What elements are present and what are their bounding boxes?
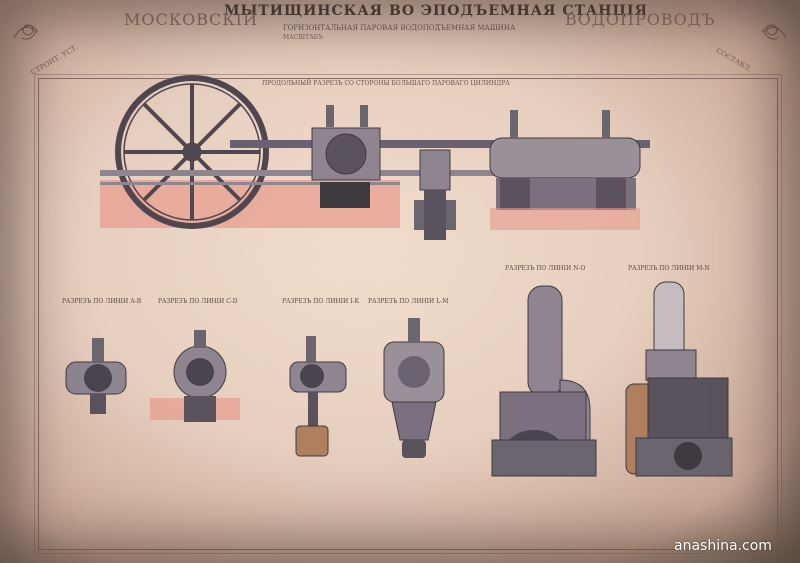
- cross-section-c-d: [150, 330, 240, 422]
- lower-pump: [414, 149, 456, 240]
- cross-section-a-b: [65, 338, 127, 414]
- sheet-left-heading: МОСКОВСКІЙ: [124, 10, 258, 29]
- sheet-right-heading: ВОДОПРОВОДЪ: [565, 10, 716, 29]
- watermark: anashina.com: [674, 538, 772, 554]
- large-section-m-n: [625, 281, 733, 477]
- section-caption: РАЗРЕЗЪ ПО ЛИНІИ N-O: [505, 265, 586, 272]
- right-ornament: [761, 24, 787, 40]
- section-caption: РАЗРЕЗЪ ПО ЛИНІИ C-D: [158, 298, 238, 305]
- section-caption: РАЗРЕЗЪ ПО ЛИНІИ L-M: [368, 298, 449, 305]
- large-section-n-o: [491, 285, 597, 477]
- section-caption: РАЗРЕЗЪ ПО ЛИНІИ M-N: [628, 265, 710, 272]
- right-cylinders: [489, 110, 641, 230]
- sheet-title: МЫТИЩИНСКАЯ ВО ЭПОДЪЕМНАЯ СТАНЦІЯ: [224, 3, 648, 19]
- sheet-scale-note: МАСШТАБЪ: [283, 34, 323, 41]
- central-cylinder: [311, 105, 381, 208]
- longitudinal-section-caption: ПРОДОЛЬНЫЙ РАЗРЕЗЪ СО СТОРОНЫ БОЛЬШАГО П…: [262, 80, 510, 87]
- section-caption: РАЗРЕЗЪ ПО ЛИНІИ А-В: [62, 298, 142, 305]
- section-caption: РАЗРЕЗЪ ПО ЛИНІИ I-K: [282, 298, 360, 305]
- longitudinal-section: [100, 75, 650, 240]
- inner-border: [38, 78, 778, 550]
- sheet-subtitle: ГОРИЗОНТАЛЬНАЯ ПАРОВАЯ ВОДОПОДЪЕМНАЯ МАШ…: [283, 24, 516, 32]
- cross-section-i-k: [289, 336, 347, 457]
- left-ornament: [13, 24, 39, 40]
- cross-section-l-m: [383, 318, 445, 458]
- flywheel: [115, 75, 269, 229]
- outer-border: [34, 74, 782, 554]
